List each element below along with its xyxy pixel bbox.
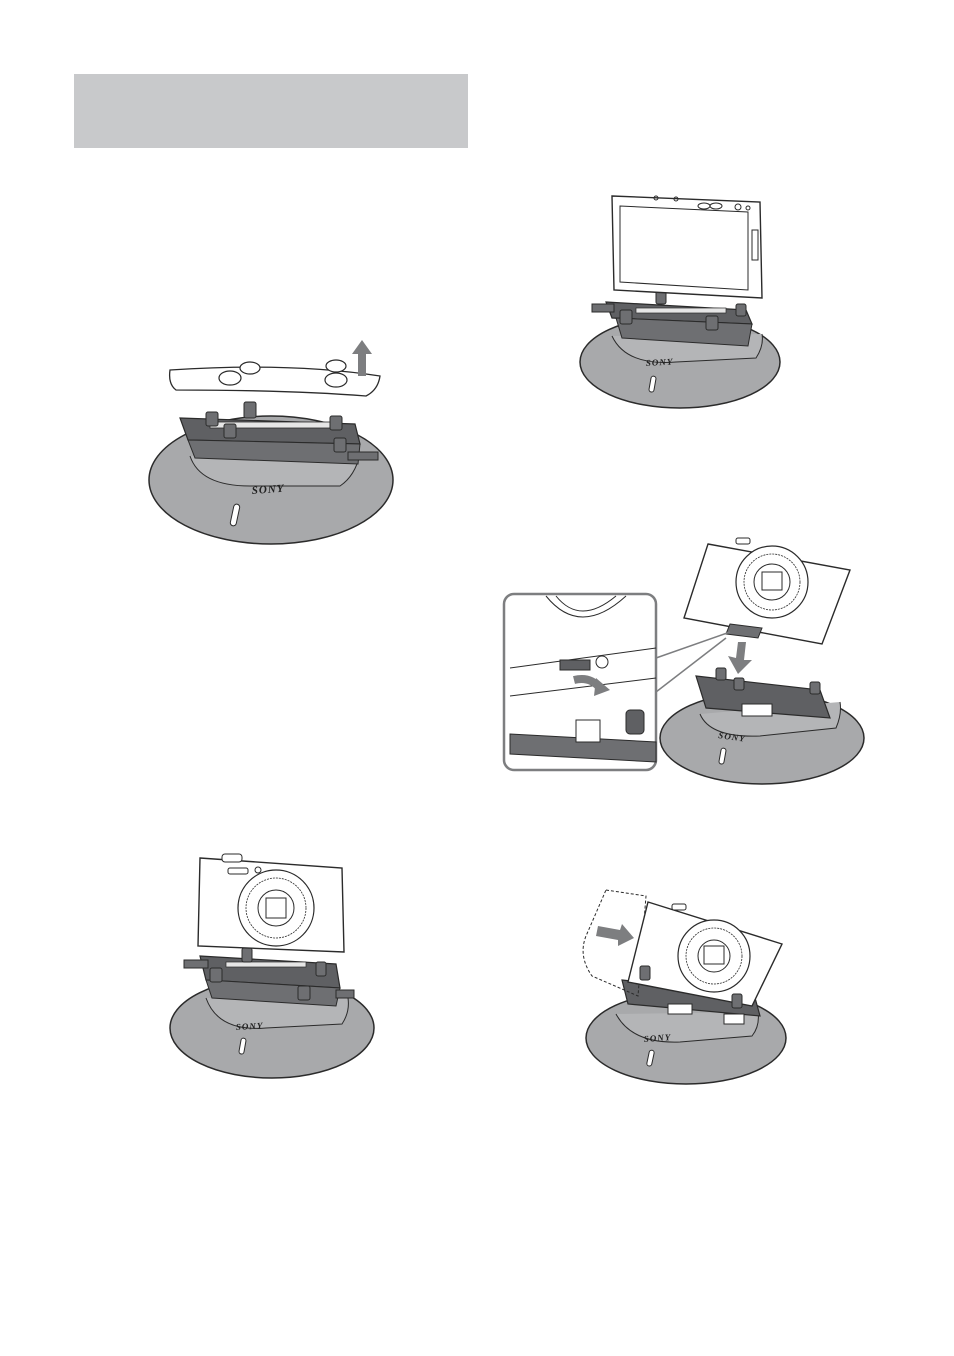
camera-slide-in-icon: SONY [576,886,796,1091]
camera-front-on-stand-icon: SONY [166,848,378,1088]
camera-back-on-stand-icon: SONY [576,186,791,411]
brand-label: SONY [646,357,674,368]
brand-label: SONY [251,483,285,497]
brand-label: SONY [236,1021,264,1032]
camera-attach-detail-icon: SONY [500,528,870,790]
brand-label: SONY [643,1032,672,1044]
section-header-band [74,74,468,148]
stand-with-adaptor-lift-icon: SONY [140,336,400,551]
